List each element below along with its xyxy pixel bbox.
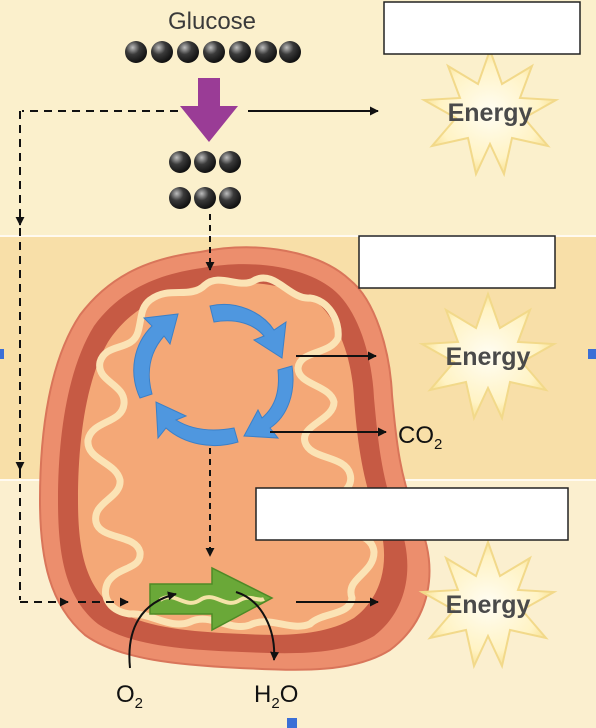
- cristae-membrane: [84, 274, 378, 630]
- cycle-arrow-2: [243, 365, 294, 439]
- electron-transport-stage-label-box[interactable]: [255, 487, 569, 541]
- flow-arrows: [15, 106, 387, 669]
- glucose-label: Glucose: [168, 8, 256, 35]
- h2o-label: H2O: [254, 681, 298, 712]
- cycle-arrow-3: [155, 401, 239, 446]
- krebs-cycle-stage-label-box[interactable]: [358, 235, 556, 289]
- glycolysis-stage-label-box[interactable]: [383, 1, 581, 55]
- electron-transport-arrow: [149, 566, 274, 632]
- glucose-molecule: [125, 41, 301, 63]
- energy-burst-glycolysis: Energy: [423, 49, 557, 175]
- pyruvate-molecules: [169, 151, 241, 209]
- cycle-arrow-4: [133, 313, 179, 399]
- mitochondrion-matrix: [78, 282, 385, 635]
- o2-label: O2: [116, 681, 143, 712]
- resize-handle-bottom[interactable]: [287, 718, 297, 728]
- glycolysis-arrow: [180, 78, 238, 142]
- krebs-cycle: [133, 304, 294, 446]
- resize-handle-left[interactable]: [0, 349, 4, 359]
- energy-label: Energy: [446, 591, 531, 619]
- energy-label: Energy: [448, 99, 533, 127]
- energy-burst-electron-transport: Energy: [421, 541, 555, 667]
- resize-handle-right[interactable]: [588, 349, 596, 359]
- energy-burst-krebs: Energy: [421, 293, 555, 419]
- energy-label: Energy: [446, 343, 531, 371]
- co2-label: CO2: [398, 422, 442, 453]
- cycle-arrow-1: [209, 304, 287, 359]
